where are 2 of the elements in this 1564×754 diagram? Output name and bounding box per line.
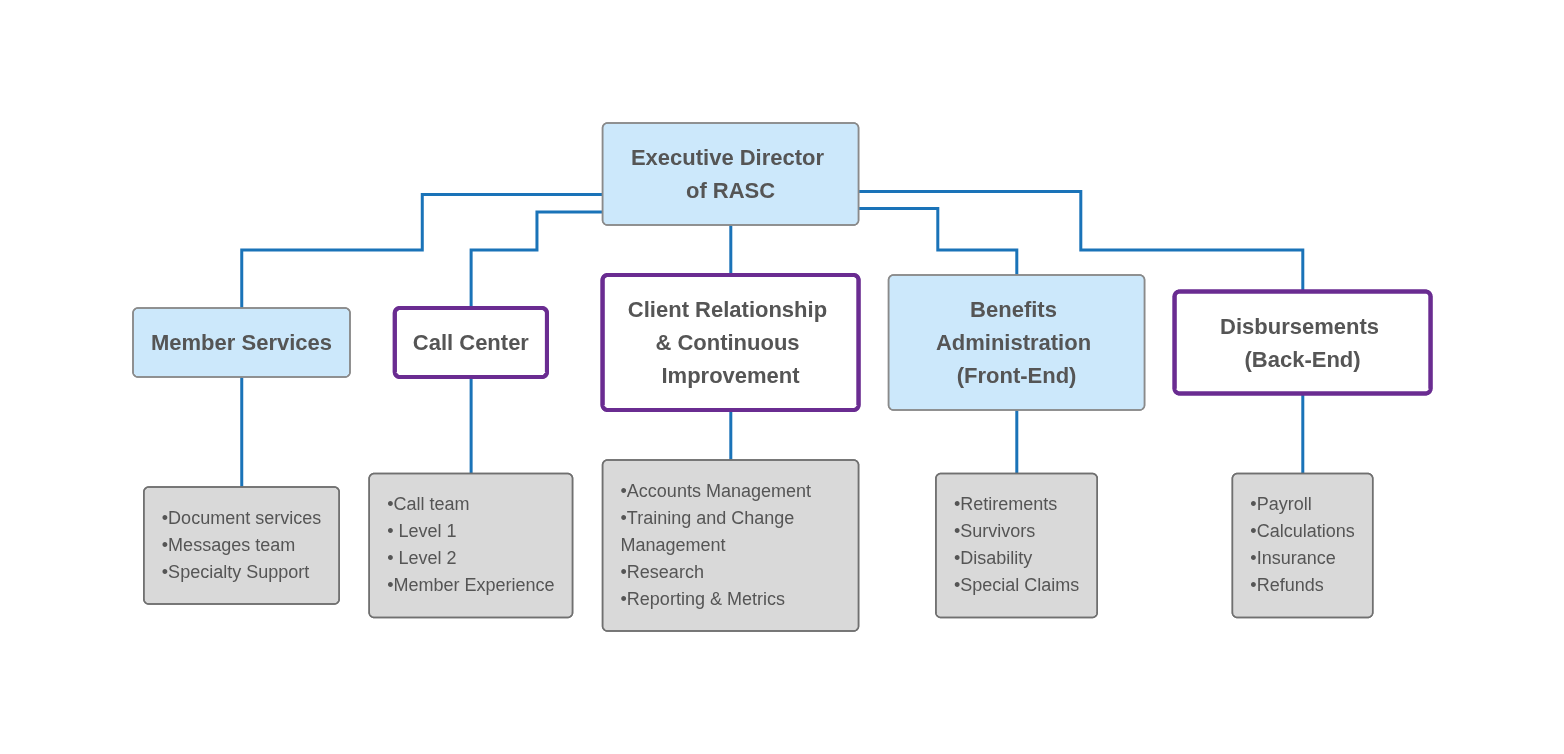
connector <box>859 207 1019 277</box>
connector <box>240 376 244 489</box>
